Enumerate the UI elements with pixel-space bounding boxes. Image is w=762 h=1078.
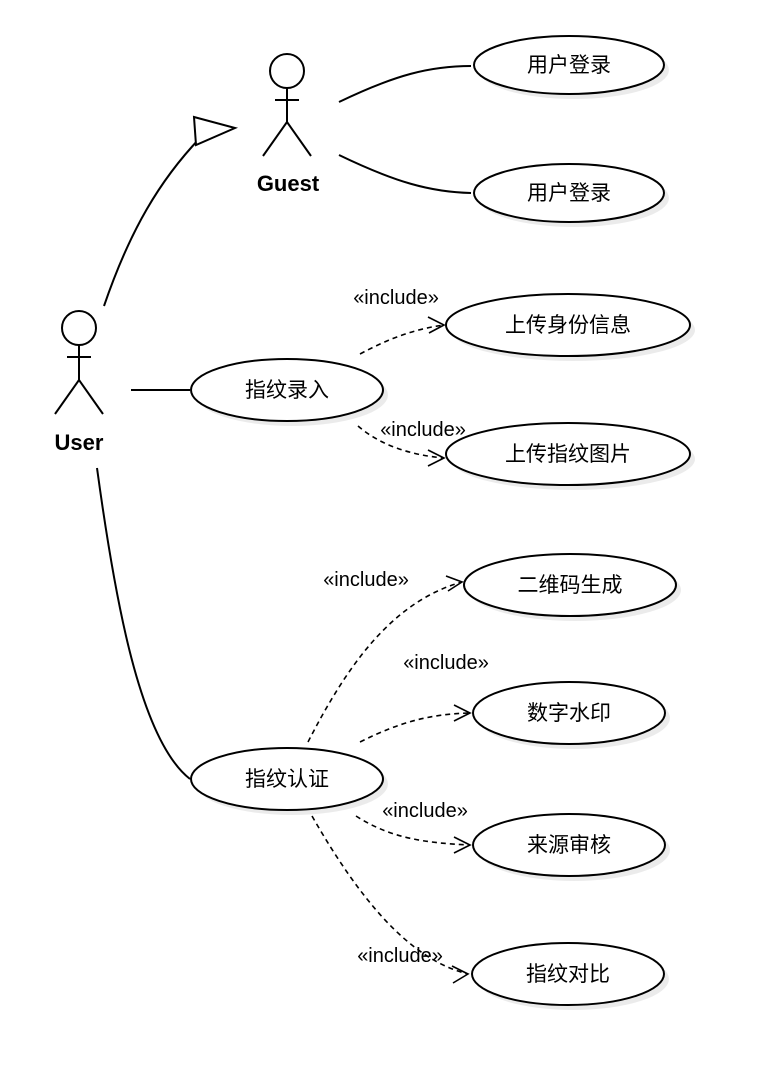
actor-guest-head bbox=[269, 53, 305, 89]
use-case-ellipse bbox=[473, 35, 665, 95]
actor-user-left-leg bbox=[54, 379, 80, 415]
use-case-ellipse bbox=[190, 358, 384, 422]
include-label: «include» bbox=[380, 419, 466, 441]
include-label: «include» bbox=[353, 287, 439, 309]
use-case-login-2: 用户登录 bbox=[473, 163, 669, 227]
use-case-watermark: 数字水印 bbox=[472, 681, 670, 749]
association-guest-login-1 bbox=[338, 65, 472, 103]
use-case-qr-generate: 二维码生成 bbox=[463, 553, 681, 621]
actor-user-right-leg bbox=[78, 379, 104, 415]
open-arrowhead-icon bbox=[453, 836, 472, 854]
include-auth-compare bbox=[311, 815, 470, 984]
open-arrowhead-icon bbox=[445, 575, 464, 592]
use-case-label: 来源审核 bbox=[527, 833, 611, 857]
use-case-ellipse bbox=[445, 422, 691, 486]
open-arrowhead-icon bbox=[427, 316, 446, 334]
use-case-label: 用户登录 bbox=[527, 53, 611, 77]
include-label: «include» bbox=[403, 652, 489, 674]
actor-guest-left-leg bbox=[262, 121, 288, 157]
use-case-login-1: 用户登录 bbox=[473, 35, 669, 99]
include-line bbox=[359, 324, 445, 355]
use-case-ellipse bbox=[472, 681, 666, 745]
use-case-upload-fingerprint: 上传指纹图片 bbox=[445, 422, 695, 490]
include-line bbox=[311, 815, 469, 975]
include-label: «include» bbox=[382, 800, 468, 822]
actor-user-label: User bbox=[55, 430, 104, 455]
include-entry-upload-id bbox=[359, 316, 446, 355]
include-label: «include» bbox=[357, 945, 443, 967]
include-label: «include» bbox=[323, 569, 409, 591]
open-arrowhead-icon bbox=[427, 449, 446, 467]
open-arrowhead-icon bbox=[453, 704, 472, 722]
use-case-label: 上传指纹图片 bbox=[505, 442, 631, 466]
use-case-ellipse bbox=[463, 553, 677, 617]
actor-guest-label: Guest bbox=[257, 171, 320, 196]
use-case-ellipse bbox=[473, 163, 665, 223]
include-entry-upload-fingerprint bbox=[357, 425, 446, 467]
actor-guest-right-leg bbox=[286, 121, 312, 157]
generalization-triangle-icon bbox=[192, 115, 239, 147]
include-line bbox=[307, 581, 463, 743]
actor-guest: Guest bbox=[257, 53, 320, 196]
open-arrowhead-icon bbox=[451, 965, 470, 984]
use-case-source-review: 来源审核 bbox=[472, 813, 670, 881]
use-case-ellipse bbox=[190, 747, 384, 811]
use-case-ellipse bbox=[445, 293, 691, 357]
use-case-label: 二维码生成 bbox=[518, 573, 623, 597]
use-case-label: 上传身份信息 bbox=[505, 313, 631, 337]
use-case-label: 指纹录入 bbox=[245, 378, 329, 402]
include-auth-source-review bbox=[355, 815, 472, 854]
include-auth-qr bbox=[307, 575, 464, 743]
generalization-user-guest bbox=[103, 115, 239, 307]
actor-user-head bbox=[61, 310, 97, 346]
association-user-fingerprint-auth bbox=[96, 467, 191, 780]
include-line bbox=[355, 815, 471, 846]
include-line bbox=[359, 712, 471, 743]
use-case-label: 指纹认证 bbox=[245, 767, 329, 791]
include-line bbox=[357, 425, 445, 459]
use-case-ellipse bbox=[471, 942, 665, 1006]
use-case-fingerprint-auth: 指纹认证 bbox=[190, 747, 388, 815]
use-case-fingerprint-compare: 指纹对比 bbox=[471, 942, 669, 1010]
use-case-ellipse bbox=[472, 813, 666, 877]
use-case-label: 指纹对比 bbox=[526, 962, 610, 986]
use-case-label: 用户登录 bbox=[527, 181, 611, 205]
use-case-fingerprint-entry: 指纹录入 bbox=[190, 358, 388, 426]
use-case-upload-id: 上传身份信息 bbox=[445, 293, 695, 361]
generalization-line bbox=[103, 137, 201, 307]
include-auth-watermark bbox=[359, 704, 472, 743]
use-case-label: 数字水印 bbox=[527, 701, 611, 725]
actor-user: User bbox=[54, 310, 104, 455]
association-guest-login-2 bbox=[338, 154, 472, 194]
